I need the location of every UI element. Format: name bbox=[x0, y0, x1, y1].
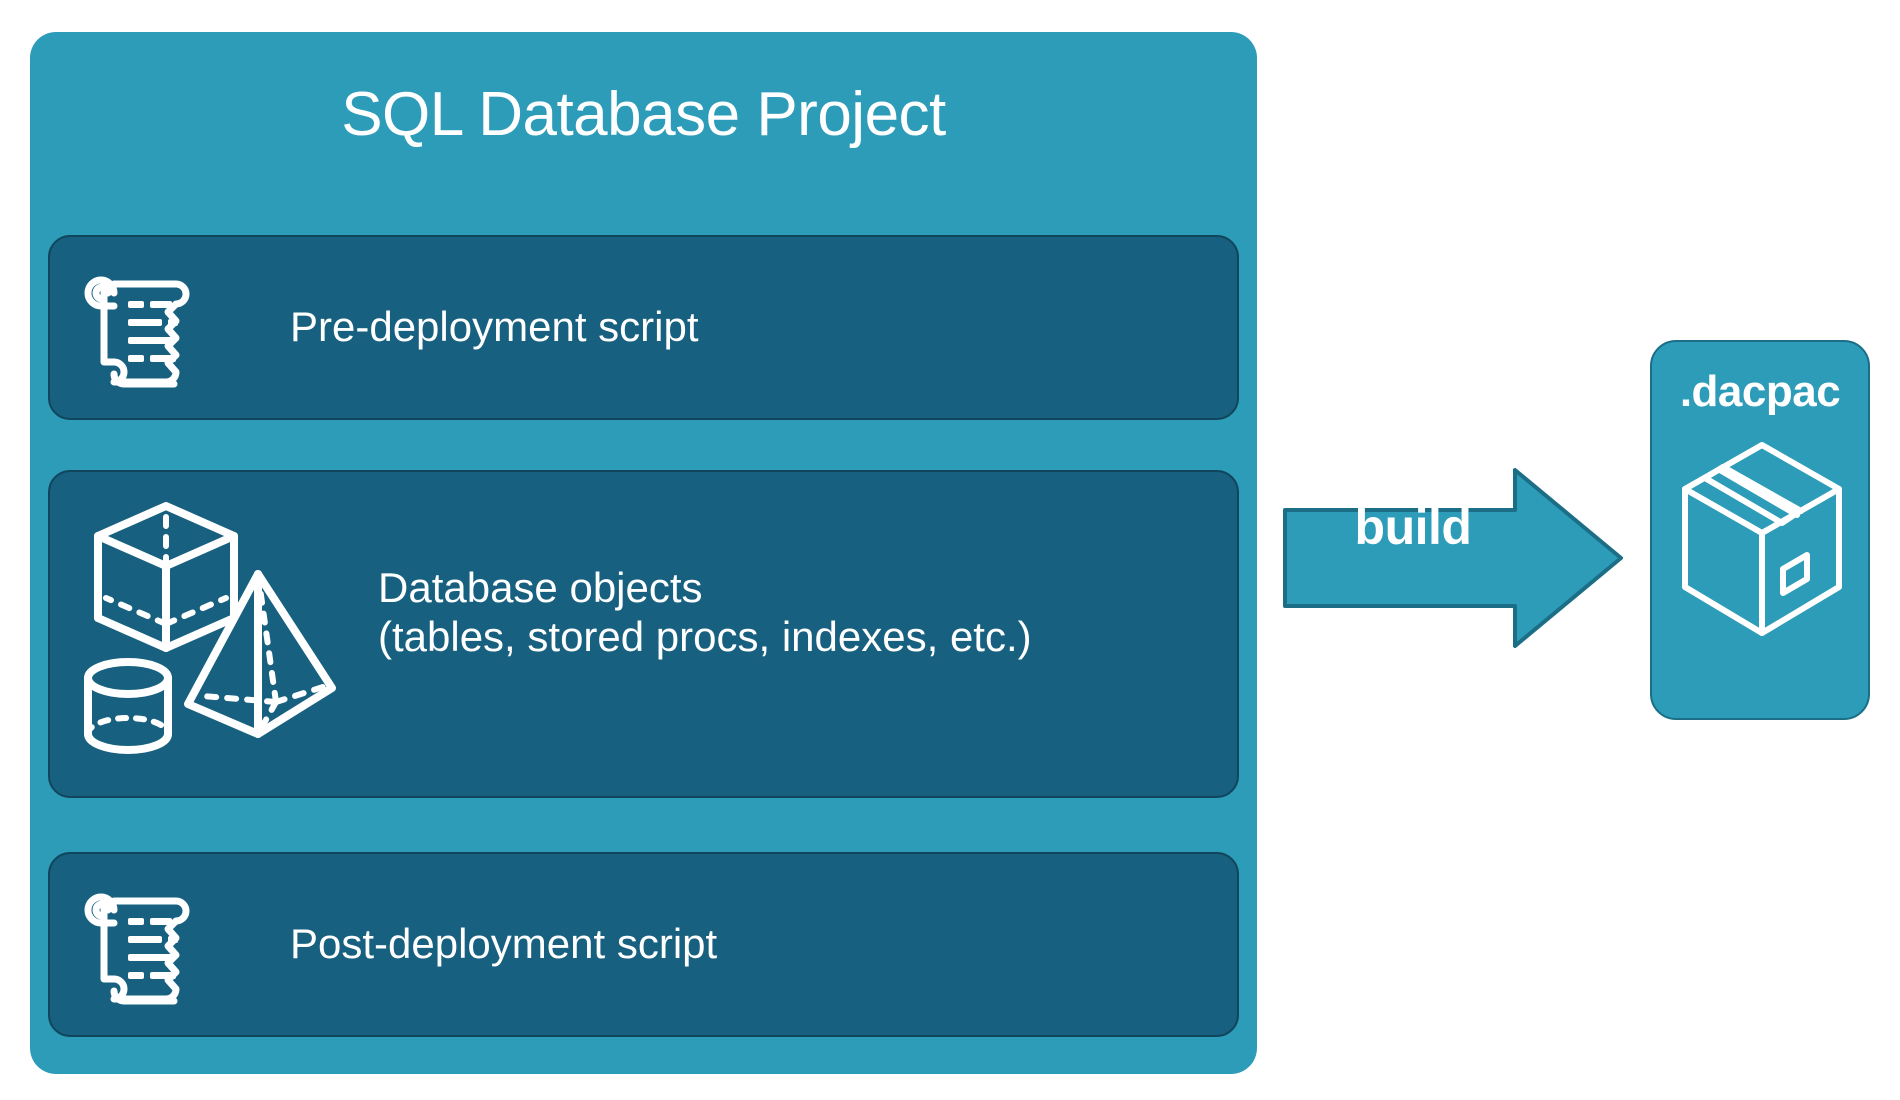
card-database-objects[interactable]: Database objects(tables, stored procs, i… bbox=[48, 470, 1239, 798]
sql-database-project-container: SQL Database Project bbox=[30, 32, 1257, 1074]
card-label-post-deployment: Post-deployment script bbox=[290, 920, 718, 967]
card-label-line1: Database objects bbox=[378, 564, 703, 611]
cube-icon bbox=[94, 502, 238, 652]
arrow-right-icon bbox=[1283, 468, 1623, 648]
dacpac-label: .dacpac bbox=[1679, 367, 1841, 416]
card-pre-deployment-script[interactable]: Pre-deployment script bbox=[48, 235, 1239, 420]
package-box-icon bbox=[1682, 442, 1842, 636]
dacpac-artifact-box[interactable]: .dacpac bbox=[1650, 340, 1870, 720]
pyramid-icon bbox=[184, 570, 336, 738]
cylinder-icon bbox=[84, 658, 172, 754]
card-label-line2: (tables, stored procs, indexes, etc.) bbox=[378, 612, 1032, 660]
scroll-icon bbox=[84, 893, 190, 1005]
build-label: build bbox=[1354, 499, 1472, 555]
shapes-icon bbox=[84, 502, 336, 754]
page-title: SQL Database Project bbox=[341, 80, 946, 149]
card-label-database-objects: Database objects(tables, stored procs, i… bbox=[378, 564, 1032, 661]
card-post-deployment-script[interactable]: Post-deployment script bbox=[48, 852, 1239, 1037]
scroll-icon bbox=[84, 276, 190, 388]
card-label-pre-deployment: Pre-deployment script bbox=[290, 303, 699, 350]
